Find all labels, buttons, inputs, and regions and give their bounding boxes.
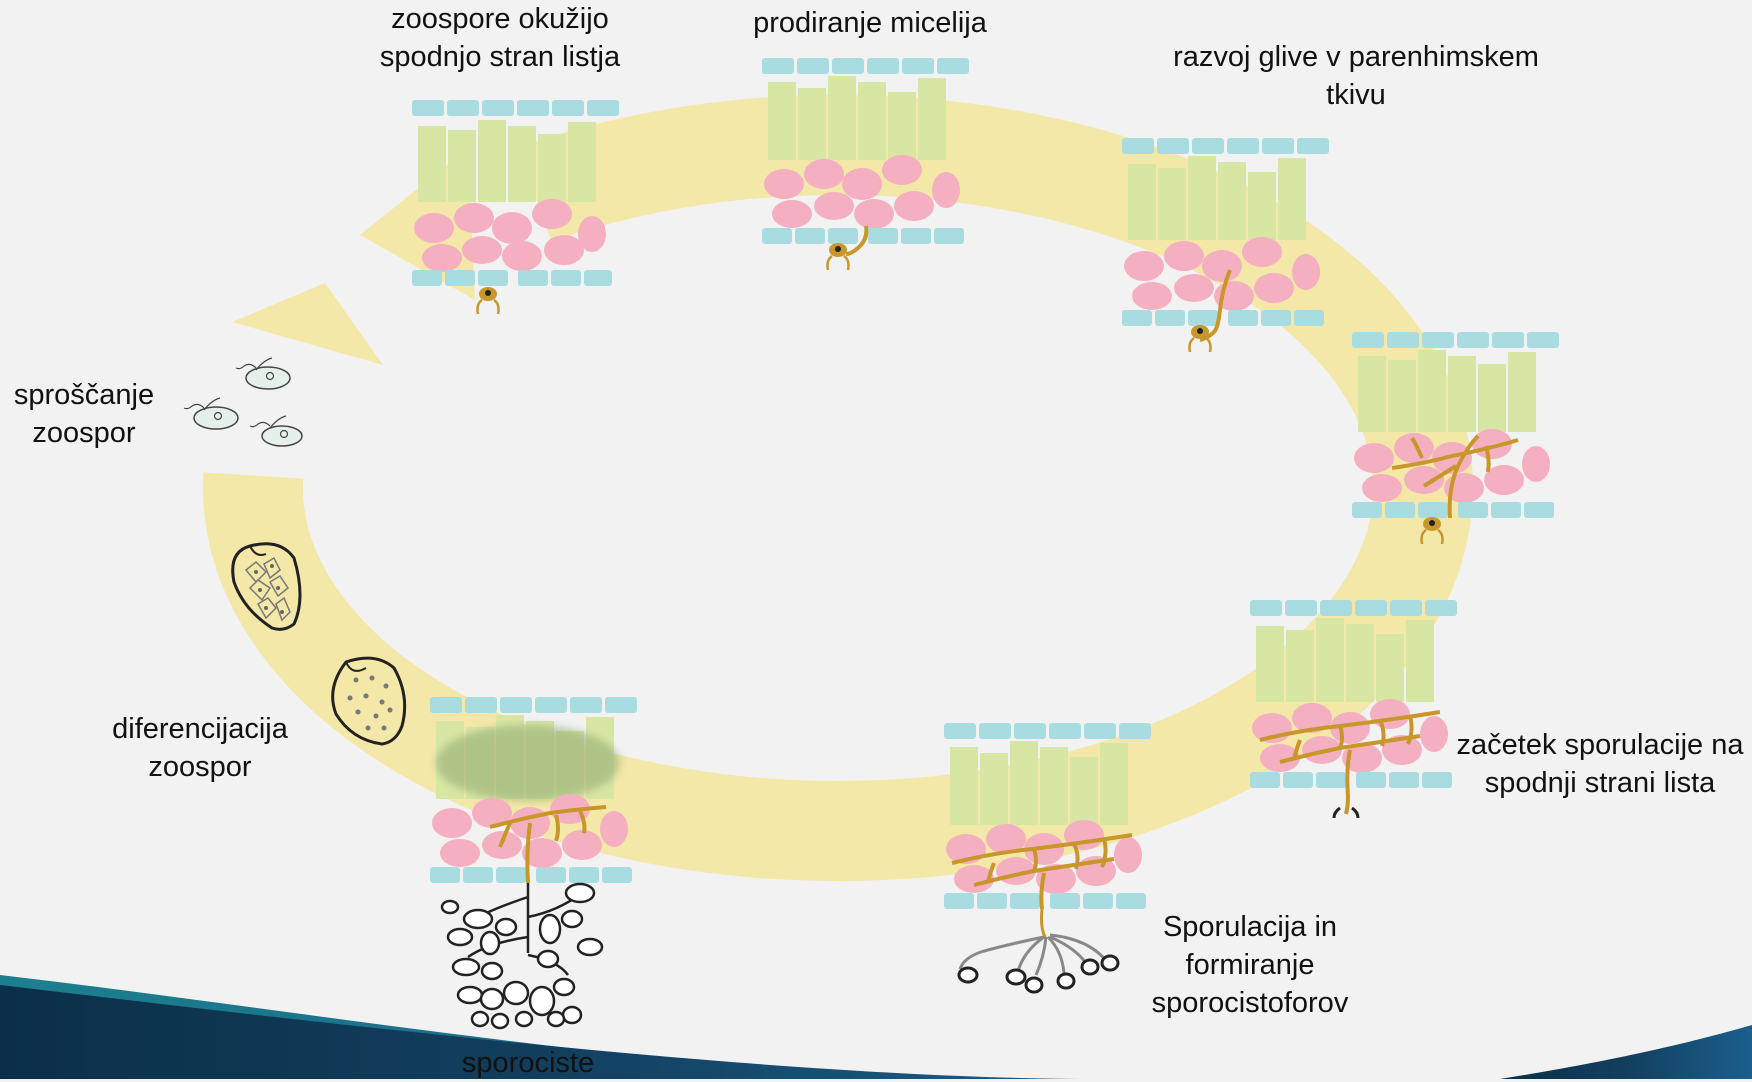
upper-epidermis xyxy=(944,723,1151,739)
necrotic-shadow xyxy=(436,725,620,801)
label-line: začetek sporulacije na xyxy=(1452,726,1748,764)
label-line: zoospor xyxy=(4,414,164,452)
sporangia-cluster xyxy=(442,883,602,1028)
label-zoospore-infection: zoospore okužijo spodnjo stran listja xyxy=(368,0,632,76)
lower-epidermis xyxy=(430,867,632,883)
label-line: tkivu xyxy=(1160,76,1552,114)
label-line: sporocistoforov xyxy=(1130,984,1370,1022)
zoospore-cyst xyxy=(478,287,499,314)
upper-epidermis xyxy=(1352,332,1559,348)
label-zoospore-release: sproščanje zoospor xyxy=(4,376,164,452)
upper-epidermis xyxy=(430,697,637,713)
lower-epidermis xyxy=(1250,772,1452,788)
upper-epidermis xyxy=(1122,138,1329,154)
leaf-section-stage-7 xyxy=(430,697,637,1028)
upper-epidermis xyxy=(762,58,969,74)
label-line: prodiranje micelija xyxy=(730,4,1010,42)
leaf-section-stage-6 xyxy=(944,723,1151,992)
label-fungus-development: razvoj glive v parenhimskem tkivu xyxy=(1160,38,1552,114)
label-line: sproščanje xyxy=(4,376,164,414)
lower-epidermis xyxy=(944,893,1146,909)
label-line: zoospor xyxy=(100,748,300,786)
label-mycelium-penetration: prodiranje micelija xyxy=(730,4,1010,42)
label-line: formiranje xyxy=(1130,946,1370,984)
label-zoospore-differentiation: diferencijacija zoospor xyxy=(100,710,300,786)
upper-epidermis xyxy=(412,100,619,116)
footer-wave xyxy=(0,975,1752,1079)
label-sporulation-start: začetek sporulacije na spodnji strani li… xyxy=(1452,726,1748,802)
label-line: sporociste xyxy=(440,1044,616,1082)
label-line: Sporulacija in xyxy=(1130,908,1370,946)
label-line: diferencijacija xyxy=(100,710,300,748)
label-line: spodnji strani lista xyxy=(1452,764,1748,802)
label-line: spodnjo stran listja xyxy=(368,38,632,76)
sporangiophores xyxy=(959,909,1118,992)
label-line: zoospore okužijo xyxy=(368,0,632,38)
label-sporulation-sporangiophores: Sporulacija in formiranje sporocistoforo… xyxy=(1130,908,1370,1022)
label-sporangia: sporociste xyxy=(440,1044,616,1082)
label-line: razvoj glive v parenhimskem xyxy=(1160,38,1552,76)
